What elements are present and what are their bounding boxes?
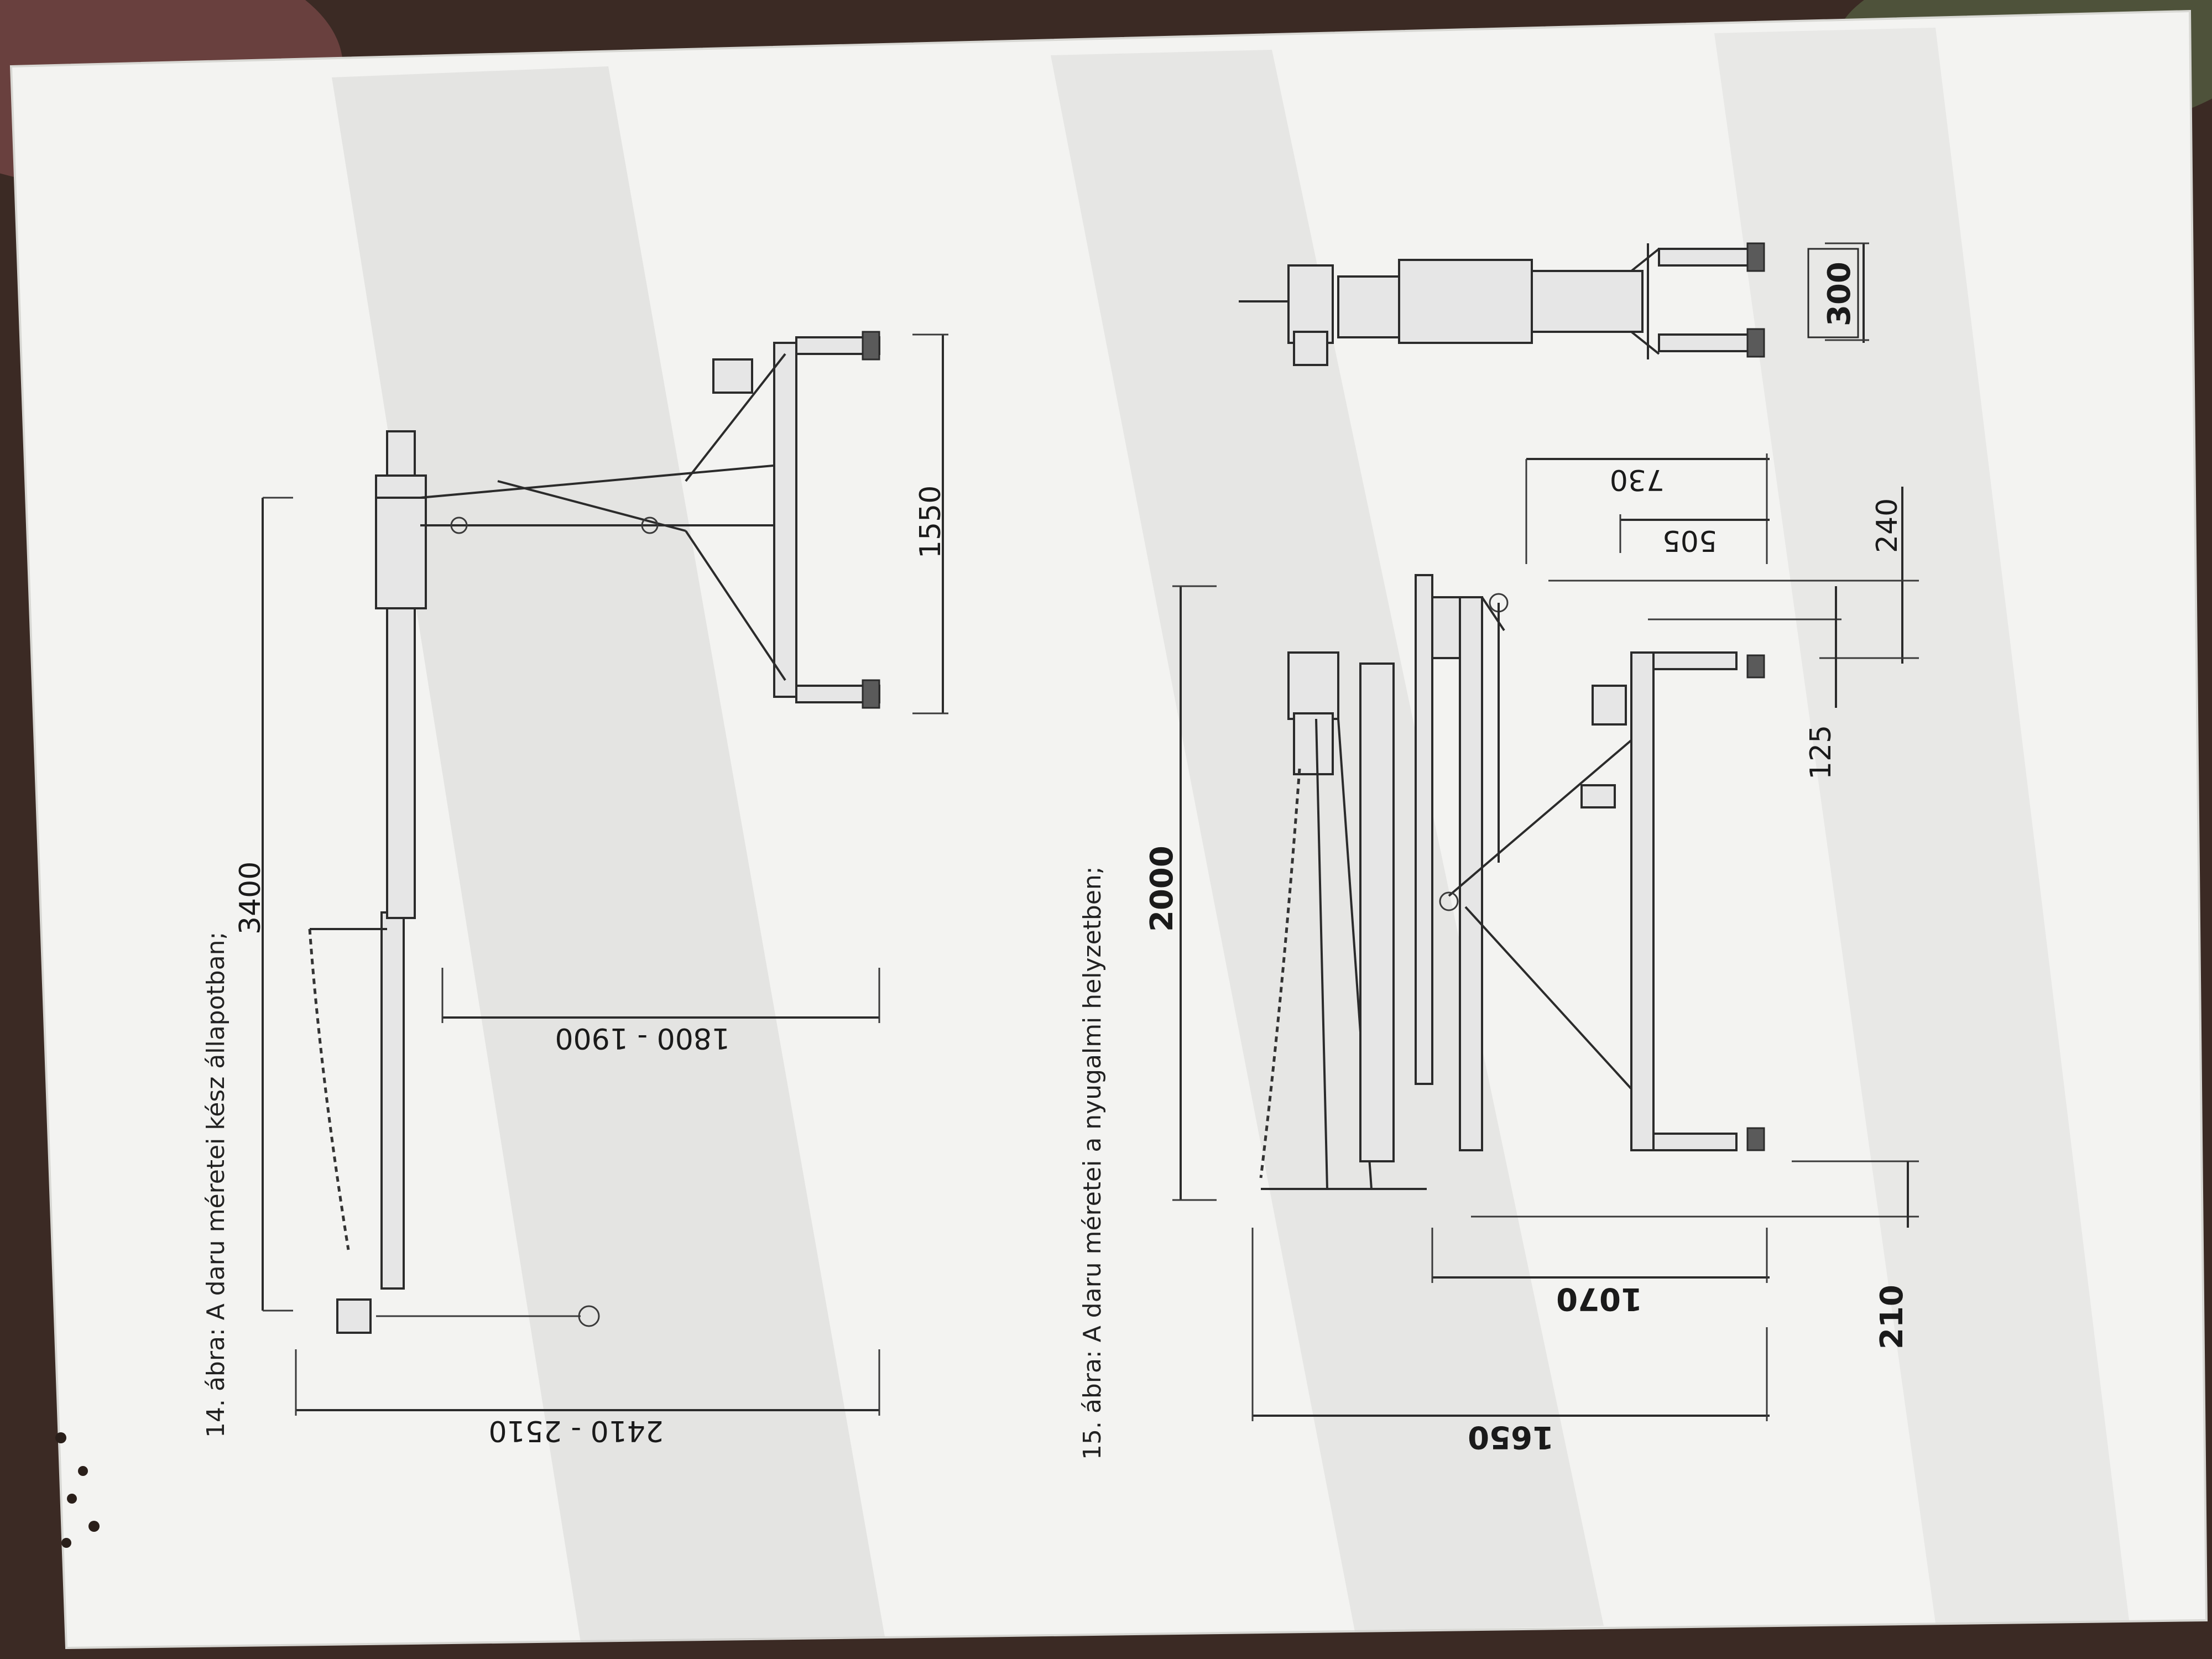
dim-1800-1900: 1800 - 1900 bbox=[555, 1021, 731, 1055]
crane-mast bbox=[380, 911, 405, 1290]
dim-300: 300 bbox=[1822, 262, 1858, 326]
hook-icon bbox=[578, 1305, 600, 1327]
dim-210: 210 bbox=[1874, 1285, 1910, 1349]
dim-1070: 1070 bbox=[1556, 1281, 1642, 1317]
dim-240: 240 bbox=[1871, 498, 1904, 553]
dim-2410-2510: 2410 - 2510 bbox=[489, 1414, 664, 1447]
punch-holes bbox=[55, 1432, 100, 1548]
dim-505: 505 bbox=[1662, 524, 1717, 557]
crane-top-view bbox=[1239, 242, 1765, 366]
folded-boom bbox=[1415, 574, 1433, 1085]
fig14-caption: 14. ábra: A daru méretei kész állapotban… bbox=[202, 932, 230, 1438]
chain-folded bbox=[1259, 768, 1301, 1178]
figure-15-drawing: 15. ábra: A daru méretei a nyugalmi hely… bbox=[1078, 242, 1919, 1460]
dim-1650: 1650 bbox=[1468, 1419, 1554, 1455]
base-frame bbox=[773, 342, 797, 698]
folded-base-frame bbox=[1630, 651, 1655, 1151]
chain bbox=[308, 928, 350, 1250]
dim-125: 125 bbox=[1804, 725, 1838, 780]
dim-3400: 3400 bbox=[234, 862, 267, 935]
figure-14-drawing: 14. ábra: A daru méretei kész állapotban… bbox=[202, 331, 948, 1447]
paper-sheet bbox=[9, 9, 2208, 1650]
dim-730: 730 bbox=[1610, 463, 1665, 496]
dim-1550: 1550 bbox=[914, 486, 947, 559]
dim-2000: 2000 bbox=[1144, 846, 1180, 932]
fig15-caption: 15. ábra: A daru méretei a nyugalmi hely… bbox=[1078, 866, 1107, 1460]
winch-block bbox=[336, 1298, 372, 1334]
